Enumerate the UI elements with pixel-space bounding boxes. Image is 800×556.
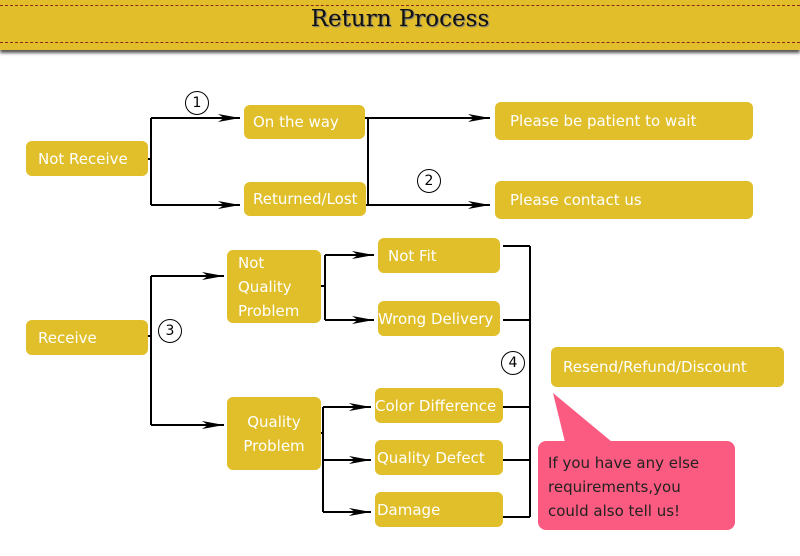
- node-not-receive: Not Receive: [26, 141, 148, 176]
- node-not-fit: Not Fit: [378, 238, 500, 273]
- node-resend-refund-discount: Resend/Refund/Discount: [551, 347, 784, 387]
- node-quality-problem: Quality Problem: [227, 397, 321, 470]
- step-4-badge: 4: [501, 351, 525, 375]
- node-wrong-delivery: Wrong Delivery: [378, 301, 500, 336]
- callout-pointer: [553, 393, 612, 442]
- step-3-badge: 3: [158, 319, 182, 343]
- node-returned-lost: Returned/Lost: [244, 182, 366, 216]
- step-2-badge: 2: [417, 169, 441, 193]
- node-color-difference: Color Difference: [375, 388, 503, 423]
- node-on-the-way: On the way: [244, 105, 365, 139]
- stitch-bottom: [0, 42, 800, 43]
- node-not-quality-problem: Not Quality Problem: [227, 250, 321, 323]
- page-title: Return Process: [310, 6, 490, 32]
- step-1-badge: 1: [185, 91, 209, 115]
- node-damage: Damage: [375, 492, 503, 527]
- callout-note: If you have any else requirements,you co…: [538, 441, 735, 530]
- node-receive: Receive: [26, 320, 148, 355]
- node-contact-us: Please contact us: [495, 181, 753, 219]
- stitch-top: [0, 5, 800, 6]
- node-be-patient: Please be patient to wait: [495, 102, 753, 140]
- header-banner: Return Process: [0, 0, 800, 50]
- node-quality-defect: Quality Defect: [375, 440, 503, 475]
